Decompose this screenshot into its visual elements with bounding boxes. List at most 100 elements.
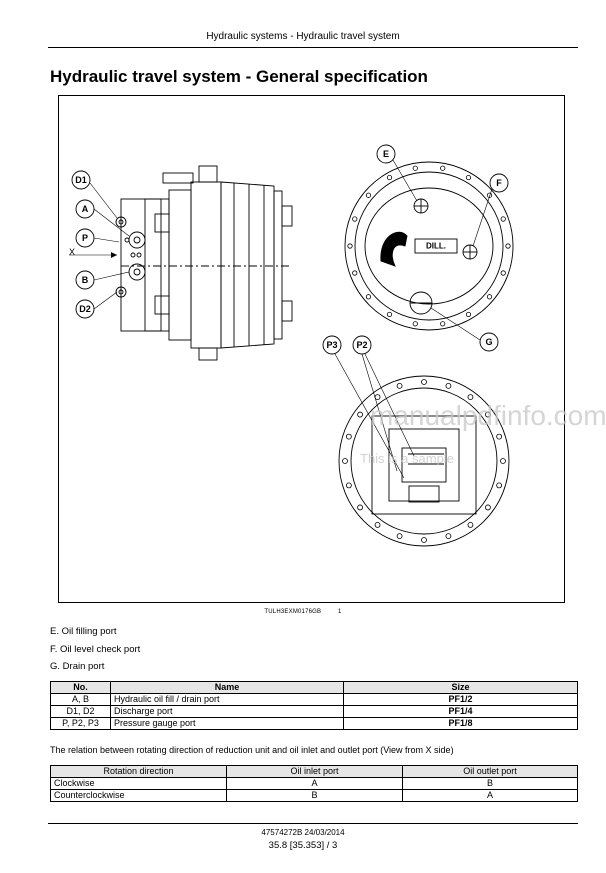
inlet-port: A — [226, 777, 403, 790]
footer-divider — [48, 823, 578, 824]
x-direction-arrow — [111, 252, 117, 258]
port-name: Pressure gauge port — [110, 717, 344, 730]
callout-p3: P3 — [326, 340, 337, 350]
technical-drawing-frame: D1 A P X B D2 E F G P3 P2 DILL. — [58, 95, 565, 603]
col-header-no: No. — [50, 681, 111, 694]
travel-motor-drawing: D1 A P X B D2 E F G P3 P2 DILL. — [69, 144, 514, 547]
bolt-hole — [421, 379, 427, 385]
bolt-hole — [421, 537, 427, 543]
col-header-outlet: Oil outlet port — [402, 765, 578, 778]
ports-table: No. Name Size A, B Hydraulic oil fill / … — [50, 681, 578, 730]
outlet-port: A — [402, 789, 578, 802]
col-header-name: Name — [110, 681, 344, 694]
callout-d1: D1 — [75, 175, 87, 185]
table-row: Counterclockwise B A — [50, 789, 578, 802]
table-row: P, P2, P3 Pressure gauge port PF1/8 — [50, 717, 578, 730]
bolt-hole — [467, 394, 474, 400]
callout-a: A — [82, 204, 89, 214]
rotation-direction: Counterclockwise — [50, 789, 227, 802]
figure-number: 1 — [338, 609, 342, 615]
callout-labels: D1 A P X B D2 E F G P3 P2 DILL. — [69, 149, 502, 350]
callout-g: G — [485, 337, 492, 347]
bolt-hole — [412, 165, 418, 171]
bolt-hole — [465, 311, 472, 318]
bolt-hole — [440, 165, 446, 171]
table-row: D1, D2 Discharge port PF1/4 — [50, 705, 578, 718]
bolt-holes-front — [347, 165, 511, 327]
inlet-port: B — [226, 789, 403, 802]
figure-reference: TULH3EXM0176GB 1 — [0, 609, 606, 615]
front-view — [344, 161, 514, 331]
bolt-hole — [374, 394, 381, 400]
bolt-hole — [485, 411, 491, 418]
bolt-hole — [496, 482, 503, 489]
bolt-hole — [374, 522, 381, 528]
rotation-note: The relation between rotating direction … — [50, 745, 454, 755]
bolt-hole — [396, 382, 403, 389]
rear-view — [338, 375, 510, 547]
bolt-hole — [365, 294, 372, 300]
legend-item-e: E. Oil filling port — [50, 626, 117, 637]
legend-item-f: F. Oil level check port — [50, 644, 141, 655]
legend-item-g: G. Drain port — [50, 661, 105, 672]
outlet-port: B — [402, 777, 578, 790]
side-view — [115, 165, 293, 361]
bolt-holes-rear — [342, 379, 506, 543]
callout-x: X — [69, 247, 75, 257]
callout-d2: D2 — [79, 304, 91, 314]
col-header-rotation: Rotation direction — [50, 765, 227, 778]
bolt-hole — [347, 243, 353, 249]
bolt-hole — [485, 504, 491, 511]
bolt-hole — [386, 174, 393, 181]
bolt-hole — [396, 533, 403, 540]
bolt-hole — [486, 192, 493, 198]
bolt-hole — [357, 504, 363, 511]
page-title: Hydraulic travel system - General specif… — [50, 67, 428, 86]
bolt-hole — [467, 522, 474, 528]
port-name: Hydraulic oil fill / drain port — [110, 693, 344, 706]
bolt-hole — [496, 433, 503, 440]
bolt-hole — [500, 216, 506, 222]
bolt-hole — [342, 458, 348, 464]
bolt-hole — [500, 458, 506, 464]
col-header-size: Size — [343, 681, 578, 694]
col-header-inlet: Oil inlet port — [226, 765, 403, 778]
bolt-hole — [486, 294, 493, 300]
table-row: A, B Hydraulic oil fill / drain port PF1… — [50, 693, 578, 706]
bolt-hole — [386, 311, 393, 318]
rotation-direction: Clockwise — [50, 777, 227, 790]
motor-logo-text: DILL. — [426, 242, 446, 251]
table-header-row: Rotation direction Oil inlet port Oil ou… — [50, 765, 578, 778]
bolt-hole — [465, 174, 472, 181]
table-row: Clockwise A B — [50, 777, 578, 790]
port-no: P, P2, P3 — [50, 717, 111, 730]
bolt-hole — [505, 243, 511, 249]
bolt-hole — [345, 433, 352, 440]
bolt-hole — [412, 321, 418, 327]
leaders — [69, 159, 493, 479]
port-no: A, B — [50, 693, 111, 706]
page-header: Hydraulic systems - Hydraulic travel sys… — [206, 31, 400, 42]
port-name: Discharge port — [110, 705, 344, 718]
watermark-site: manualpdfinfo.com — [370, 400, 606, 431]
document-number: 47574272B 24/03/2014 — [261, 828, 345, 837]
port-size: PF1/4 — [343, 705, 578, 718]
header-divider — [48, 47, 578, 48]
rotation-table: Rotation direction Oil inlet port Oil ou… — [50, 765, 578, 802]
table-header-row: No. Name Size — [50, 681, 578, 694]
port-no: D1, D2 — [50, 705, 111, 718]
figure-code: TULH3EXM0176GB — [264, 609, 322, 615]
page-number: 35.8 [35.353] / 3 — [268, 840, 338, 851]
callout-e: E — [383, 149, 389, 159]
bolt-hole — [357, 411, 363, 418]
callout-b: B — [82, 275, 89, 285]
port-size: PF1/2 — [343, 693, 578, 706]
bolt-hole — [345, 482, 352, 489]
bolt-hole — [365, 192, 372, 198]
bolt-hole — [500, 270, 506, 276]
port-size: PF1/8 — [343, 717, 578, 730]
watermark-sample: This is a sample — [360, 451, 454, 466]
bolt-hole — [440, 321, 446, 327]
callout-p2: P2 — [356, 340, 367, 350]
bolt-hole — [352, 270, 358, 276]
